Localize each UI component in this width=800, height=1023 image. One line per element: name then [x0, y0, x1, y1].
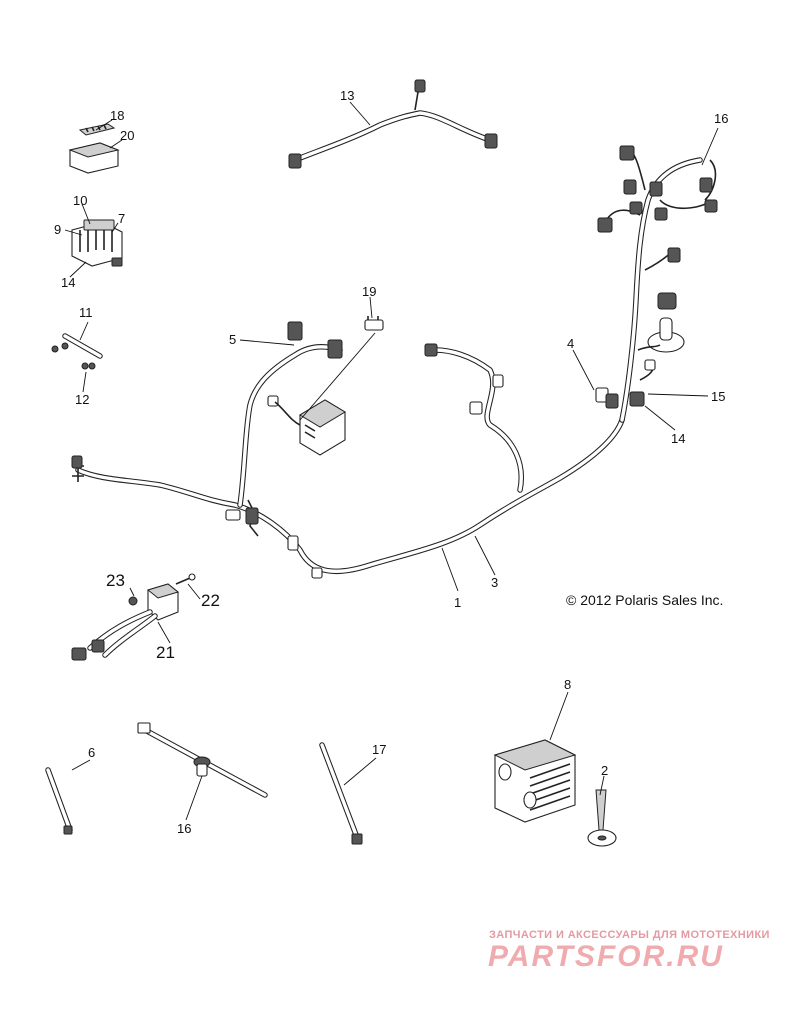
callout-4: 4 — [567, 336, 574, 351]
control-module — [299, 399, 346, 456]
cable-tie-17 — [319, 742, 363, 845]
callout-20: 20 — [120, 128, 134, 143]
relay-harness — [71, 573, 196, 661]
push-mount-tie-16 — [137, 722, 268, 798]
callout-15: 15 — [711, 389, 725, 404]
fuse-box-assembly — [68, 123, 123, 267]
main-harness — [71, 321, 625, 579]
callout-18: 18 — [110, 108, 124, 123]
clip-19 — [364, 316, 384, 331]
callout-22: 22 — [201, 591, 220, 610]
callout-labels: 1 3 5 4 2 6 7 8 9 10 11 12 13 14 14 15 1… — [54, 88, 728, 836]
copyright-notice: © 2012 Polaris Sales Inc. — [566, 592, 724, 608]
callout-3: 3 — [491, 575, 498, 590]
callout-10: 10 — [73, 193, 87, 208]
leader-lines — [64, 101, 719, 821]
callout-2: 2 — [601, 763, 608, 778]
callout-13: 13 — [340, 88, 354, 103]
callout-19: 19 — [362, 284, 376, 299]
callout-12: 12 — [75, 392, 89, 407]
callout-16-front: 16 — [714, 111, 728, 126]
callout-14-fuse-box: 14 — [61, 275, 75, 290]
callout-21: 21 — [156, 643, 175, 662]
watermark-logo: PARTSFOR.RU — [488, 940, 724, 972]
fuse-holder-strip — [51, 333, 103, 370]
callout-11: 11 — [79, 305, 93, 320]
ignition-knob — [647, 292, 685, 353]
callout-17: 17 — [372, 742, 386, 757]
callout-9: 9 — [54, 222, 61, 237]
callout-8: 8 — [564, 677, 571, 692]
callout-14-front: 14 — [671, 431, 685, 446]
callout-5: 5 — [229, 332, 236, 347]
callout-1: 1 — [454, 595, 461, 610]
callout-23: 23 — [106, 571, 125, 590]
harness-13 — [288, 79, 498, 169]
svg-text:PARTSFOR.RU: PARTSFOR.RU — [488, 940, 724, 972]
callout-16-tie: 16 — [177, 821, 191, 836]
front-harness — [595, 145, 718, 423]
voltage-regulator — [493, 739, 577, 823]
push-rivet — [587, 789, 617, 847]
watermark-tagline: ЗАПЧАСТИ И АКСЕССУАРЫ ДЛЯ МОТОТЕХНИКИ — [489, 929, 770, 941]
callout-7: 7 — [118, 211, 125, 226]
callout-6: 6 — [88, 745, 95, 760]
cable-tie-6 — [45, 767, 73, 835]
